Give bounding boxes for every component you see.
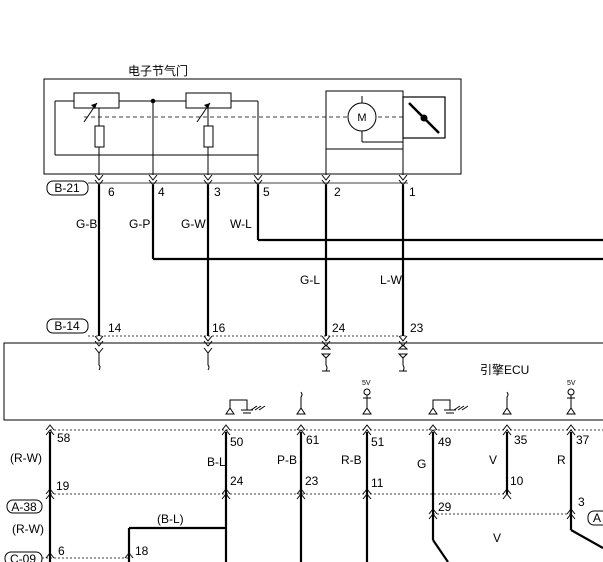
motor-label: M — [357, 112, 366, 124]
pin-label: 50 — [230, 435, 244, 449]
ecu-lower-connector: 58 50 61 51 49 35 37 — [45, 424, 603, 449]
pin-label: 16 — [212, 321, 226, 335]
pin-label: 29 — [438, 500, 452, 514]
pin-label: 3 — [214, 185, 221, 199]
position-sensor-2 — [119, 92, 259, 175]
pin-label: 35 — [514, 433, 528, 447]
pin-label: 2 — [334, 185, 341, 199]
throttle-valve — [402, 96, 446, 139]
position-sensor-1 — [54, 92, 258, 156]
wire-color-label: R — [557, 453, 566, 467]
connector-c09-row: C-09 6 18 — [4, 544, 149, 562]
pin-label: 19 — [56, 479, 70, 493]
pin-label: 10 — [510, 474, 524, 488]
pin-label: 4 — [158, 185, 165, 199]
wire-color-label: V — [489, 453, 497, 467]
harness-wires: G-B G-P G-W W-L G-L L-W — [76, 185, 603, 336]
pin-label: 37 — [576, 433, 590, 447]
wire-color-label: G-P — [129, 217, 150, 231]
pin-label: 1 — [409, 185, 416, 199]
wire-color-label: G-W — [181, 217, 206, 231]
pin-label: 58 — [57, 431, 71, 445]
connector-a38-label: A-38 — [11, 500, 37, 514]
connector-b21: B-21 6 4 3 5 2 1 — [46, 174, 416, 199]
pin-label: 6 — [58, 544, 65, 558]
pin-label: 23 — [410, 321, 424, 335]
connector-b21-label: B-21 — [54, 181, 80, 195]
pin-label: 14 — [108, 321, 122, 335]
pin-label: 61 — [306, 433, 320, 447]
wire-color-label: B-L — [207, 455, 226, 469]
connector-c09-label: C-09 — [10, 552, 36, 562]
wire-color-label: P-B — [277, 453, 297, 467]
wire-color-label: W-L — [230, 217, 252, 231]
pin-label: 24 — [230, 474, 244, 488]
pin-label: 6 — [108, 185, 115, 199]
wire-color-label: (R-W) — [12, 522, 44, 536]
wire-color-label: R-B — [341, 453, 362, 467]
pin-label: 3 — [578, 495, 585, 509]
lower-wires: (R-W) (R-W) B-L P-B R-B G V R (B-L) V — [10, 432, 603, 562]
throttle-motor: M — [325, 90, 404, 175]
pin-label: 23 — [305, 474, 319, 488]
wire-color-label: G-B — [76, 217, 97, 231]
pin-label: 51 — [371, 435, 385, 449]
pin-label: 49 — [438, 435, 452, 449]
wire-color-label: V — [493, 531, 501, 545]
wire-color-label: L-W — [380, 273, 403, 287]
connector-a38-row: 19 24 23 11 10 3 A-38 29 A — [6, 474, 603, 526]
supply-label: 5V — [362, 380, 371, 387]
throttle-housing — [43, 78, 462, 175]
connector-b14: B-14 14 16 24 23 — [46, 318, 424, 347]
pin-label: 24 — [332, 321, 346, 335]
supply-5v-2: 5V — [566, 380, 576, 415]
wire-color-label: G-L — [300, 273, 320, 287]
wire-color-label: G — [417, 457, 426, 471]
electronic-throttle-unit: 电子节气门 — [43, 63, 462, 175]
connector-a-label: A — [593, 511, 601, 525]
pin-label: 5 — [263, 185, 270, 199]
supply-label: 5V — [567, 380, 576, 387]
wire-color-label: (R-W) — [10, 451, 42, 465]
throttle-title: 电子节气门 — [128, 63, 188, 78]
connector-b14-label: B-14 — [54, 319, 80, 333]
pin-label: 18 — [135, 544, 149, 558]
supply-5v-1: 5V — [362, 380, 372, 415]
pin-label: 11 — [371, 476, 384, 490]
engine-ecu: 引擎ECU 5V 5V — [3, 342, 603, 421]
wire-color-label: (B-L) — [157, 512, 184, 526]
ecu-title: 引擎ECU — [480, 362, 529, 377]
